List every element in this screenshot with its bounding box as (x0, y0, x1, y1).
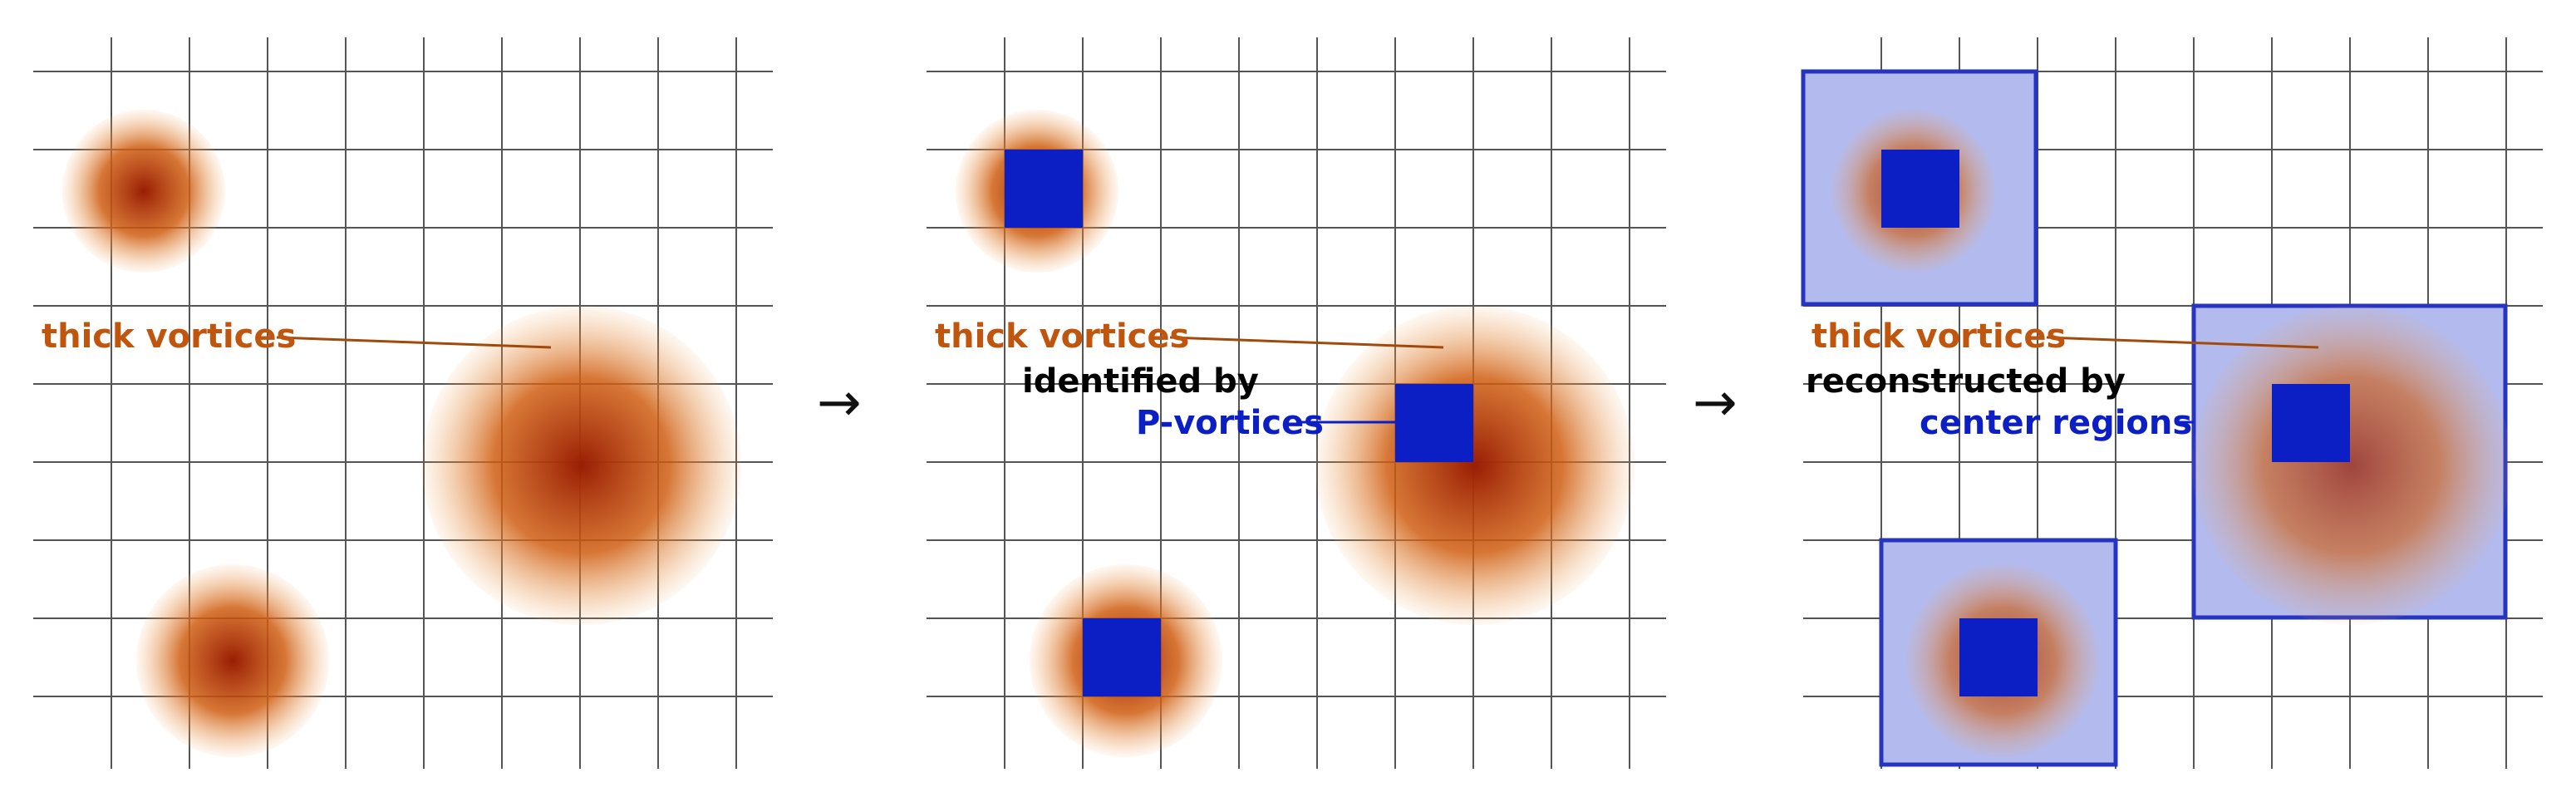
label-thick-vortices: thick vortices (935, 317, 1189, 356)
panel-reconstructed-center-regions: thick vortices reconstructed by center r… (1801, 37, 2543, 769)
vortex-small-bottom (136, 564, 329, 757)
label-p-vortices: P-vortices (1136, 404, 1324, 442)
panel-identified-p-vortices: thick vortices identified by P-vortices (927, 37, 1666, 769)
label-thick-vortices: thick vortices (1812, 317, 2066, 356)
callout-line-thick (276, 336, 552, 349)
p-vortex-plaquette (1959, 618, 2038, 696)
p-vortex-plaquette (1395, 384, 1473, 462)
p-vortex-plaquette (1005, 150, 1083, 228)
label-reconstructed-by: reconstructed by (1806, 362, 2126, 401)
label-identified-by: identified by (1022, 362, 1259, 401)
arrow-right-icon: → (1693, 372, 1738, 434)
p-vortex-plaquette (1083, 618, 1161, 696)
callout-line-thick (2046, 336, 2319, 349)
p-vortex-plaquette (2272, 384, 2350, 462)
p-vortex-plaquette (1881, 150, 1959, 228)
vortex-large-right (1315, 306, 1635, 625)
vortex-large-right (422, 306, 741, 625)
vortex-large-right (2192, 306, 2511, 625)
vortex-small-top-left (62, 110, 225, 273)
label-thick-vortices: thick vortices (42, 317, 296, 356)
panel-thick-vortices: thick vortices (33, 37, 773, 769)
label-center-regions: center regions (1920, 404, 2192, 442)
callout-line-thick (1169, 336, 1444, 349)
arrow-right-icon: → (817, 372, 862, 434)
